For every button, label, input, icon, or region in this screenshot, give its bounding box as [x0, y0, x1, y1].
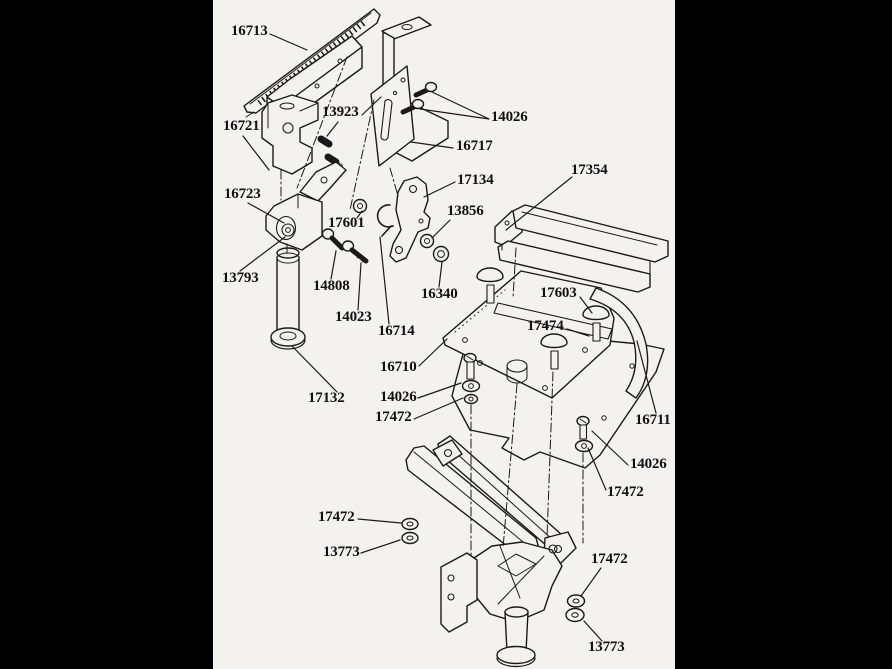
part-label-17134: 17134: [457, 172, 494, 188]
part-drawing-nut-16340: [432, 245, 450, 263]
part-label-17472-left: 17472: [318, 509, 355, 525]
part-label-16711: 16711: [635, 412, 671, 428]
part-label-17472-right: 17472: [591, 551, 628, 567]
part-drawing-pin-17132: [270, 247, 306, 350]
part-label-17601: 17601: [328, 215, 365, 231]
part-drawing-step-strip-16713: [243, 8, 381, 118]
part-drawing-drawbar-weldment: [405, 435, 577, 668]
part-label-16713: 16713: [231, 23, 268, 39]
part-label-16723: 16723: [224, 186, 261, 202]
exploded-diagram: [239, 8, 669, 668]
part-label-13793: 13793: [222, 270, 259, 286]
part-drawing-washers-bottom-right: [565, 594, 586, 623]
letterbox-right: [675, 0, 892, 669]
part-label-17132: 17132: [308, 390, 345, 406]
part-label-13923: 13923: [322, 104, 359, 120]
part-label-17354: 17354: [571, 162, 608, 178]
part-drawing-bolt-14026-mid: [461, 352, 481, 405]
part-drawing-bracket-16721: [261, 94, 319, 175]
part-drawing-washers-bottom-left: [401, 517, 419, 545]
part-label-16340: 16340: [421, 286, 458, 302]
part-label-16721: 16721: [223, 118, 260, 134]
part-drawing-washer-17601: [352, 198, 368, 214]
part-drawing-bolt-14808: [321, 228, 345, 251]
part-drawing-thumbscrew-17474: [540, 333, 568, 370]
part-label-17603: 17603: [540, 285, 577, 301]
part-drawing-lever-17134: [389, 176, 431, 263]
part-drawing-bolt-14023: [341, 240, 369, 264]
part-drawing-housing-16723: [265, 161, 347, 251]
part-label-14023: 14023: [335, 309, 372, 325]
diagram-page: 16713 13923 16721 14026 16717 17354 1713…: [213, 0, 675, 669]
part-label-17472-plate: 17472: [375, 409, 412, 425]
part-label-13773-left: 13773: [323, 544, 360, 560]
part-drawing-washer-13856: [419, 233, 435, 249]
part-label-14026-right: 14026: [630, 456, 667, 472]
part-drawing-bolt-14026-top2: [400, 98, 425, 115]
part-label-17474: 17474: [527, 318, 564, 334]
part-drawing-plate-16717: [370, 65, 415, 167]
part-label-14026-mid: 14026: [380, 389, 417, 405]
part-drawing-spring-16714: [376, 204, 394, 237]
part-drawing-thumbscrew-1: [476, 267, 504, 304]
part-label-17472-frame: 17472: [607, 484, 644, 500]
part-label-14808: 14808: [313, 278, 350, 294]
leader-lines: [239, 33, 657, 642]
part-drawing-seat-frame-17354: [494, 204, 669, 293]
part-drawing-bolt-14026-top1: [413, 81, 438, 98]
part-label-13856: 13856: [447, 203, 484, 219]
letterbox-left: [0, 0, 213, 669]
assembly-centerlines: [280, 56, 584, 557]
part-drawing-seat-plate-16710: [442, 270, 649, 399]
part-label-16717: 16717: [456, 138, 493, 154]
part-label-16710: 16710: [380, 359, 417, 375]
part-label-16714: 16714: [378, 323, 415, 339]
part-label-14026-top: 14026: [491, 109, 528, 125]
part-label-13773-right: 13773: [588, 639, 625, 655]
